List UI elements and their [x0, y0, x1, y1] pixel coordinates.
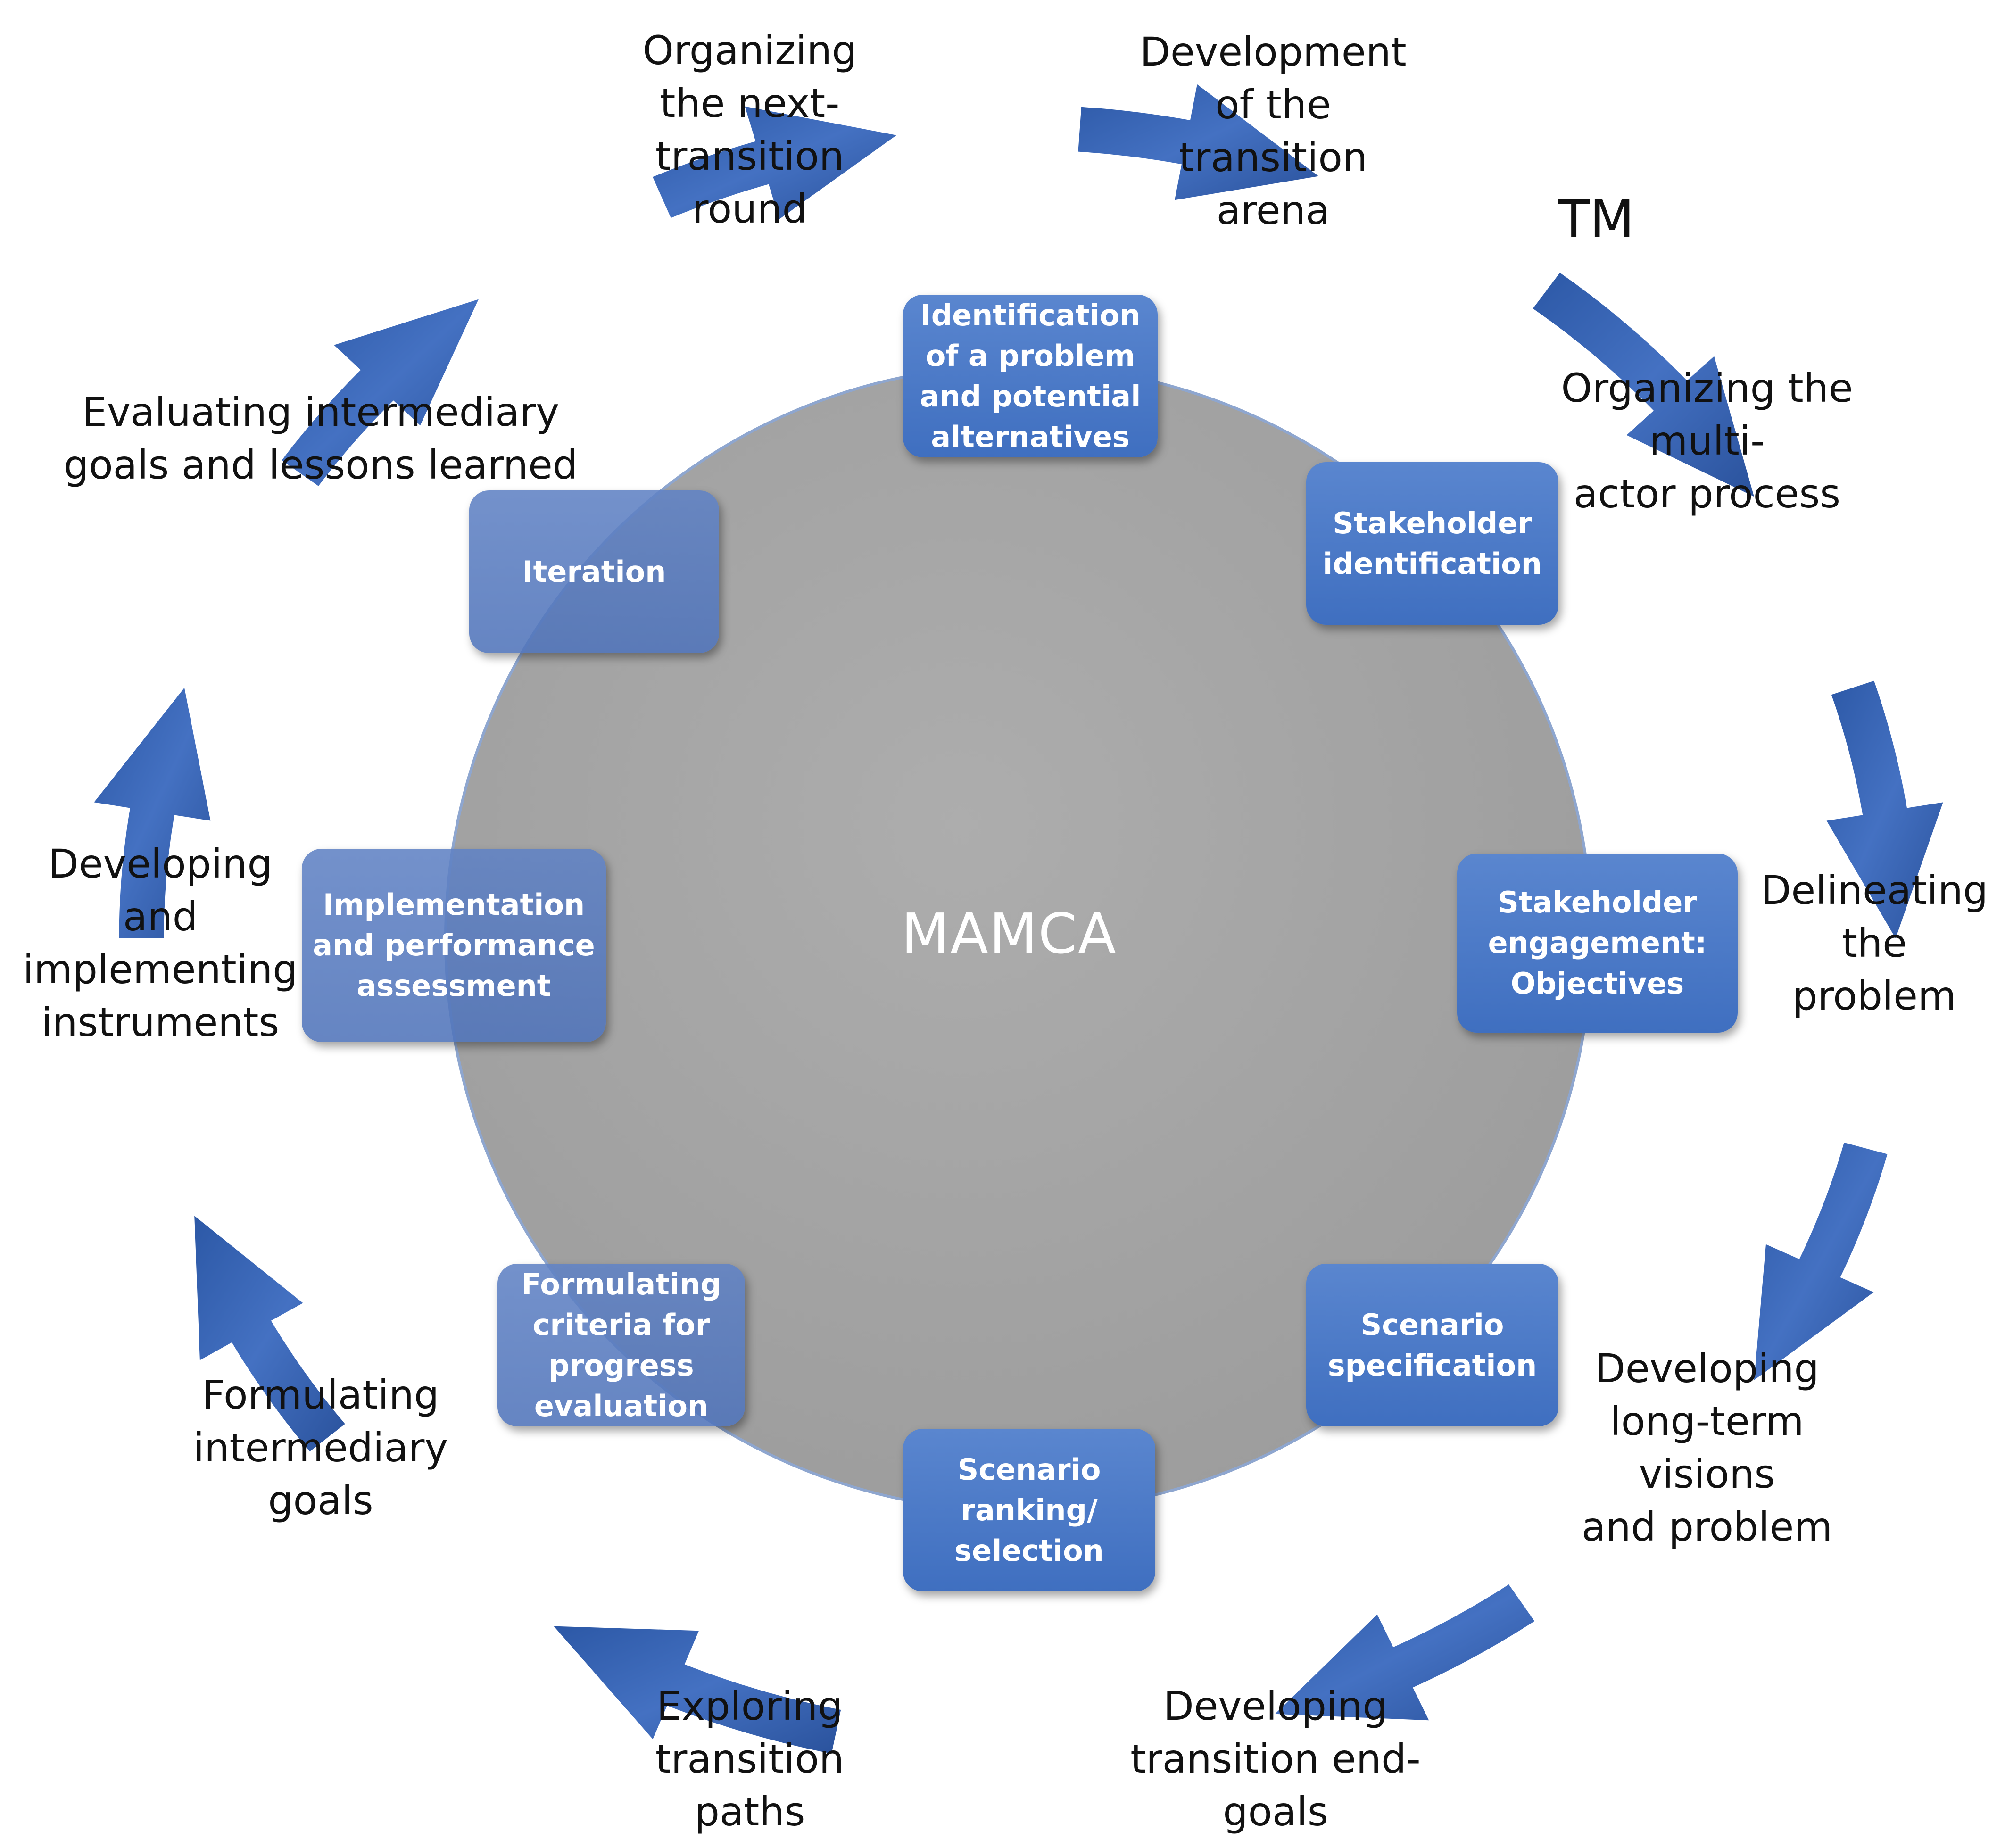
tm-step-transition-end-goals: Developing transition end- goals [1130, 1683, 1421, 1835]
tm-step-organizing-multi-actor: Organizing the multi- actor process [1561, 365, 1853, 517]
tm-step-long-term-visions: Developing long-term visions and problem [1581, 1345, 1833, 1550]
mamca-step-stakeholder-identification: Stakeholder identification [1306, 462, 1558, 625]
cycle-arrow-4 [1754, 1142, 1888, 1380]
tm-step-transition-paths: Exploring transition paths [655, 1683, 845, 1835]
mamca-step-scenario-ranking: Scenario ranking/ selection [903, 1429, 1155, 1591]
cycle-arrow-5 [1275, 1584, 1535, 1721]
cycle-arrows [94, 84, 1943, 1754]
tm-title: TM [1558, 189, 1635, 249]
cycle-arrow-2 [1533, 273, 1754, 497]
mamca-step-scenario-specification: Scenario specification [1306, 1264, 1558, 1426]
tm-step-intermediary-goals: Formulating intermediary goals [193, 1372, 448, 1524]
mamca-step-formulating-criteria: Formulating criteria for progress evalua… [497, 1264, 745, 1426]
cycle-arrow-9 [282, 299, 479, 486]
cycle-arrow-7 [194, 1216, 345, 1452]
tm-step-evaluating-goals: Evaluating intermediary goals and lesson… [63, 389, 578, 488]
cycle-arrow-10 [653, 106, 897, 219]
cycle-arrow-1 [1078, 84, 1319, 200]
center-label: MAMCA [901, 901, 1117, 966]
cycle-arrow-6 [554, 1626, 841, 1754]
tm-step-delineating-problem: Delineating the problem [1760, 867, 1988, 1019]
mamca-step-stakeholder-engagement: Stakeholder engagement: Objectives [1457, 854, 1738, 1033]
tm-step-development-of-arena: Development of the transition arena [1140, 29, 1407, 233]
mamca-step-implementation: Implementation and performance assessmen… [302, 849, 606, 1042]
mamca-step-identification: Identification of a problem and potentia… [903, 295, 1158, 457]
cycle-arrow-8 [94, 688, 211, 938]
tm-step-next-round: Organizing the next- transition round [642, 27, 857, 232]
tm-step-instruments: Developing and implementing instruments [23, 841, 298, 1045]
mamca-step-iteration: Iteration [469, 490, 719, 653]
cycle-arrow-3 [1826, 680, 1943, 938]
